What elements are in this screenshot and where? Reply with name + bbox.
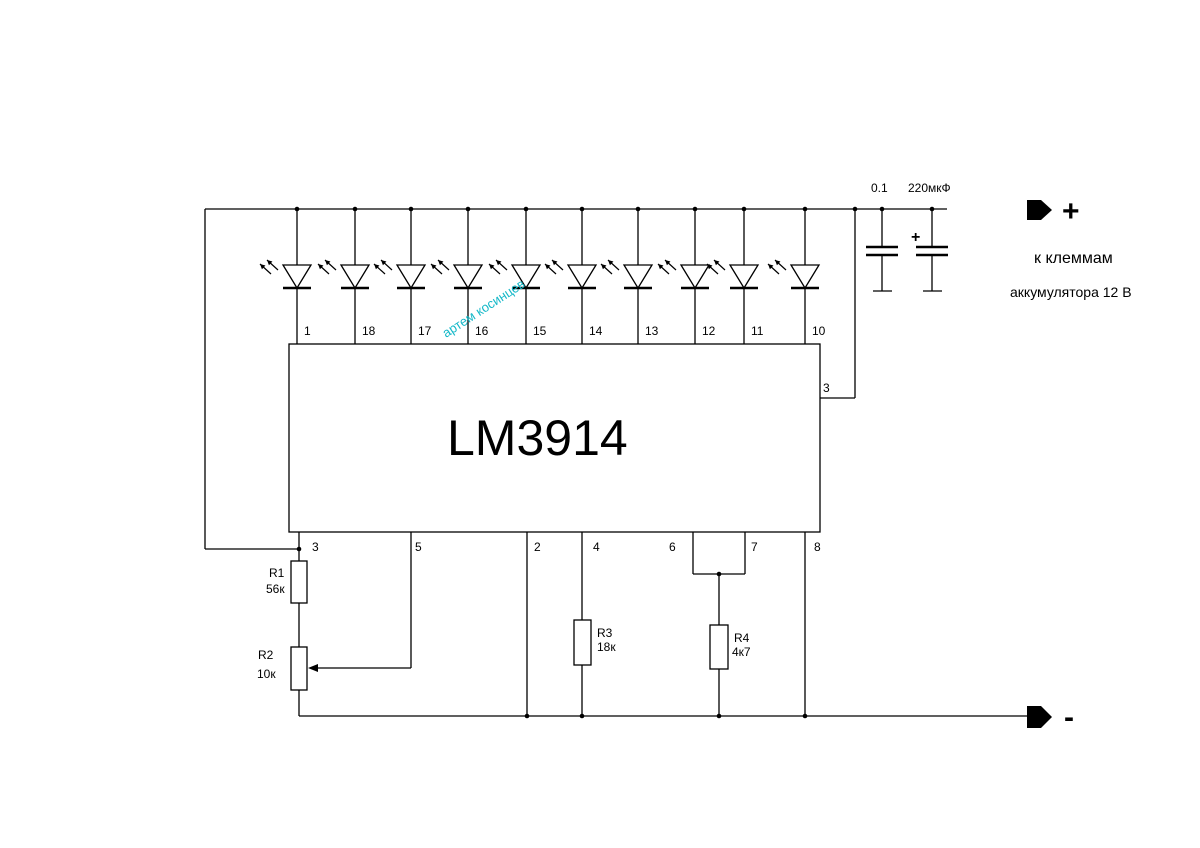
junction-dot-c1 [879, 206, 885, 212]
terminal-label-line1: к клеммам [1034, 250, 1113, 267]
r4-value-label: 4к7 [732, 645, 751, 659]
led-3-diode-triangle [395, 264, 427, 290]
r1-value-label: 56к [266, 582, 285, 596]
pin3-right-label: 3 [823, 381, 830, 395]
led-10-diode-triangle [789, 264, 821, 290]
junction-dot-r4 [716, 713, 722, 719]
led-5-diode-triangle [510, 264, 542, 290]
r2-name-label: R2 [258, 648, 274, 662]
led-5-light-arrow-2-icon-head [496, 260, 502, 266]
led-6-pin-label: 14 [589, 324, 603, 338]
led-8-light-arrow-2-icon-head [665, 260, 671, 266]
led-9-pin-label: 11 [751, 324, 764, 338]
led-9-light-arrow-1-icon-head [707, 264, 713, 270]
junction-dot-pin8 [802, 713, 808, 719]
junction-dot-c2 [929, 206, 935, 212]
r1-body [290, 560, 308, 604]
led-10-light-arrow-2-icon-head [775, 260, 781, 266]
plus-terminal-arrow-icon [1027, 200, 1052, 220]
led-8-diode-triangle [679, 264, 711, 290]
minus-terminal-arrow-icon [1027, 706, 1052, 728]
led-1-light-arrow-2-icon-head [267, 260, 273, 266]
pin4-label: 4 [593, 540, 600, 554]
led-8-pin-label: 12 [702, 324, 716, 338]
r1-name-label: R1 [269, 566, 285, 580]
led-5-pin-label: 15 [533, 324, 547, 338]
r2-body [290, 646, 308, 691]
r3-name-label: R3 [597, 626, 613, 640]
pin2-label: 2 [534, 540, 541, 554]
led-2-light-arrow-1-icon-head [318, 264, 324, 270]
led-4-light-arrow-1-icon-head [431, 264, 437, 270]
led-array: 1 18 17 16 15 14 13 12 11 10 [259, 206, 826, 344]
junction-dot-pin3-bottom [296, 546, 302, 552]
r2-wiper-arrow-icon [308, 664, 318, 672]
led-6-light-arrow-2-icon-head [552, 260, 558, 266]
junction-dot-pin2 [524, 713, 530, 719]
led-7-pin-label: 13 [645, 324, 659, 338]
led-4-pin-label: 16 [475, 324, 489, 338]
r4-body [709, 624, 729, 670]
r3-body [573, 619, 592, 666]
pin7-label: 7 [751, 540, 758, 554]
led-6-diode-triangle [566, 264, 598, 290]
led-2-pin-label: 18 [362, 324, 376, 338]
led-9-diode-triangle [728, 264, 760, 290]
led-5-light-arrow-1-icon-head [489, 264, 495, 270]
led-4-diode-triangle [452, 264, 484, 290]
pin3-bottom-label: 3 [312, 540, 319, 554]
r4-name-label: R4 [734, 631, 750, 645]
led-9-light-arrow-2-icon-head [714, 260, 720, 266]
terminal-label-line2: аккумулятора 12 В [1010, 284, 1132, 300]
r2-value-label: 10к [257, 667, 276, 681]
plus-terminal-sign: + [1062, 195, 1080, 228]
junction-dot-r3 [579, 713, 585, 719]
led-6-light-arrow-1-icon-head [545, 264, 551, 270]
led-8-light-arrow-1-icon-head [658, 264, 664, 270]
led-3-light-arrow-2-icon-head [381, 260, 387, 266]
c1-value-label: 0.1 [871, 181, 888, 195]
c2-polarity-label: + [911, 229, 920, 246]
chip-body [288, 343, 821, 533]
pin5-label: 5 [415, 540, 422, 554]
pin6-label: 6 [669, 540, 676, 554]
pin8-label: 8 [814, 540, 821, 554]
chip-name: LM3914 [447, 410, 628, 466]
led-1-light-arrow-1-icon-head [260, 264, 266, 270]
led-2-diode-triangle [339, 264, 371, 290]
led-1-pin-label: 1 [304, 324, 311, 338]
c2-value-label: 220мкФ [908, 181, 951, 195]
led-10-light-arrow-1-icon-head [768, 264, 774, 270]
minus-terminal-sign: - [1064, 701, 1074, 734]
led-1-diode-triangle [281, 264, 313, 290]
led-2-light-arrow-2-icon-head [325, 260, 331, 266]
junction-dot-pin3 [852, 206, 858, 212]
led-7-light-arrow-1-icon-head [601, 264, 607, 270]
led-3-pin-label: 17 [418, 324, 432, 338]
led-7-diode-triangle [622, 264, 654, 290]
led-3-light-arrow-1-icon-head [374, 264, 380, 270]
r3-value-label: 18к [597, 640, 616, 654]
led-7-light-arrow-2-icon-head [608, 260, 614, 266]
led-10-pin-label: 10 [812, 324, 826, 338]
led-4-light-arrow-2-icon-head [438, 260, 444, 266]
